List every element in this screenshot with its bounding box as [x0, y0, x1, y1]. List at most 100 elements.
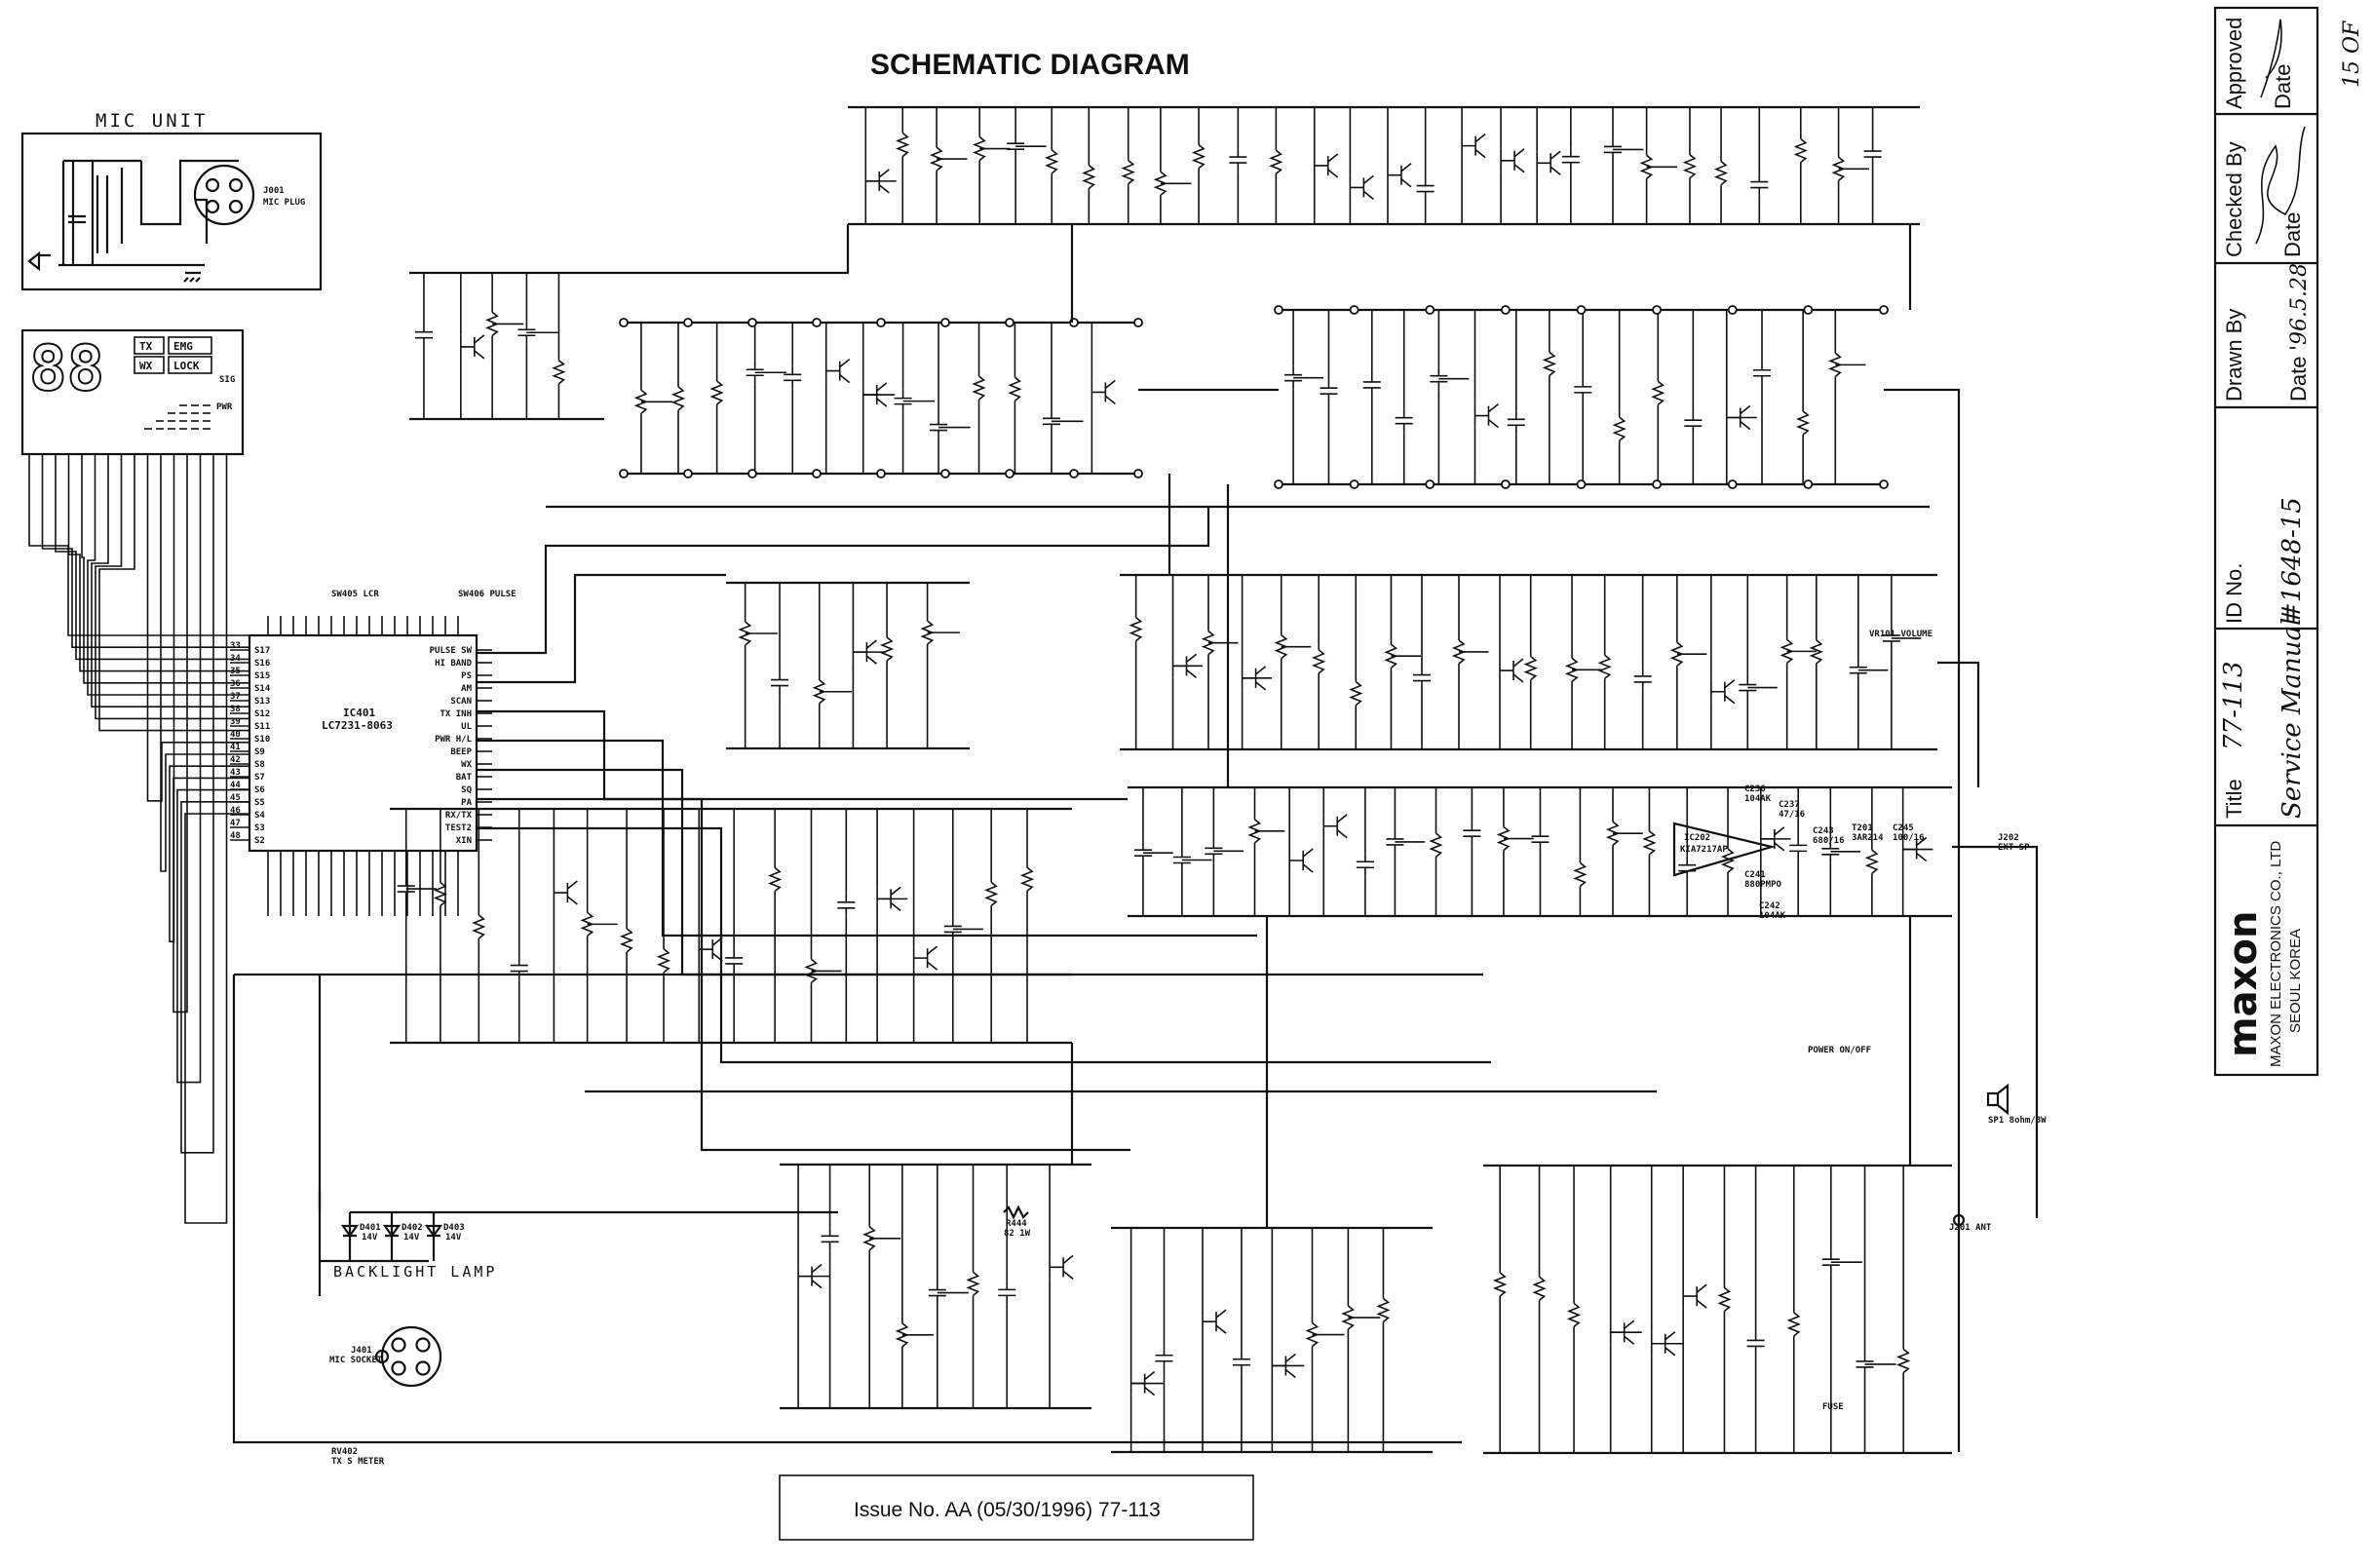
lcd-segment-wire — [67, 454, 249, 672]
ic-pin-number: 47 — [230, 819, 241, 828]
checked-by-label: Checked By — [2222, 141, 2246, 257]
transistor-icon — [1387, 163, 1412, 188]
transistor-icon — [1710, 679, 1736, 705]
test-node — [940, 318, 950, 327]
ic-pin-name: S6 — [254, 785, 265, 795]
ic-pin-name: SQ — [461, 785, 472, 795]
microphone-icon — [27, 250, 51, 272]
transistor-icon — [1091, 379, 1116, 405]
resistor-icon — [768, 866, 783, 893]
resistor-icon — [1376, 1297, 1391, 1323]
transistor-icon — [1462, 133, 1486, 159]
resistor-icon — [1864, 849, 1880, 874]
switch-label-pulse: SW406 PULSE — [458, 590, 517, 599]
rf-receive-block — [619, 318, 1143, 478]
test-node — [1576, 479, 1587, 489]
mic-socket-ref: J401 — [351, 1346, 372, 1356]
audio-preamp-block-rails — [1120, 573, 1937, 751]
ic-pin-name: S10 — [254, 735, 270, 745]
capacitor-icon — [1430, 366, 1448, 391]
capacitor-icon — [1386, 829, 1404, 854]
test-node — [1349, 305, 1359, 315]
ic-pin-name: RX/TX — [445, 811, 473, 821]
ic401-ref: IC401 — [343, 707, 375, 719]
resistor-icon — [1349, 680, 1363, 707]
resistor-icon — [670, 386, 686, 411]
antenna-label: J201 ANT — [1949, 1223, 1992, 1233]
capacitor-icon — [821, 1227, 839, 1251]
ic-pin-name: SCAN — [450, 697, 472, 707]
lcd-segment-wire — [91, 454, 249, 708]
lcd-seven-segment: 88 — [29, 333, 104, 405]
tx-output-block — [1483, 1164, 1952, 1455]
id-label: ID No. — [2222, 563, 2246, 624]
capacitor-icon — [1362, 372, 1381, 397]
approved-signature — [2260, 19, 2282, 98]
capacitor-icon — [1531, 827, 1550, 852]
audio-part-labels: C236104AKC23747/16C241880PMPOC242104AKC2… — [1744, 784, 2030, 921]
test-node — [747, 469, 757, 478]
resistor-icon — [1796, 410, 1811, 436]
resistor-icon — [966, 1271, 980, 1297]
capacitor-icon — [1284, 365, 1303, 390]
ic-pin-number: 45 — [230, 793, 241, 803]
ic-pin-name: S16 — [254, 659, 270, 669]
meter-ref: RV402 — [331, 1447, 358, 1457]
test-node — [1069, 469, 1079, 478]
lamp-ref: D402 — [402, 1223, 423, 1233]
capacitor-icon — [1750, 172, 1769, 197]
part-ref: C242 — [1759, 901, 1780, 911]
ic-pin-number: 33 — [230, 641, 241, 651]
ic-pin-number: 40 — [230, 730, 241, 740]
ic-pin-name: TX INH — [440, 709, 472, 719]
bus-wire — [1952, 845, 2039, 1218]
part-ref: C241 — [1744, 870, 1766, 880]
ic202-amplifier-symbol — [1672, 822, 1777, 877]
resistor-icon — [1082, 164, 1096, 190]
lamp-ref: D401 — [360, 1223, 381, 1233]
resistor-icon — [1129, 617, 1143, 642]
test-node — [1576, 305, 1587, 315]
transistor-icon — [1350, 174, 1374, 201]
control-block-rails — [390, 807, 1072, 1045]
bus-wire — [477, 709, 1128, 801]
test-node — [812, 318, 822, 327]
capacitor-icon — [771, 670, 789, 695]
test-node — [619, 318, 629, 327]
capacitor-icon — [1821, 1250, 1840, 1275]
bus-wire — [604, 224, 850, 275]
mic-plug-ref: J001 — [263, 186, 285, 196]
bus-wire — [477, 507, 1210, 655]
resistor-icon — [1191, 143, 1206, 170]
resistor-icon — [1045, 149, 1059, 174]
test-node — [1133, 318, 1143, 327]
resistor-icon — [1651, 380, 1665, 405]
ic-pin-name: XIN — [456, 836, 472, 846]
ic-pin-name: S3 — [254, 823, 265, 833]
control-block — [390, 807, 1072, 1045]
approved-label: Approved — [2222, 18, 2246, 109]
ic401-body — [248, 633, 478, 853]
transistor-icon — [1683, 1283, 1707, 1309]
title-block: Approved Date Checked By Date Drawn By D… — [2213, 6, 2364, 1077]
transistor-icon — [699, 937, 723, 962]
lcd-segment-wire — [169, 454, 249, 942]
transistor-icon — [825, 358, 851, 384]
transistor-icon — [1314, 153, 1339, 178]
capacitor-icon — [1633, 667, 1652, 691]
rf-receive-block-rails — [624, 321, 1138, 476]
resistor-icon — [1429, 832, 1443, 858]
maxon-logo: maxon — [2221, 911, 2266, 1057]
capacitor-icon — [1849, 658, 1867, 682]
ic-pin-name: BAT — [456, 773, 473, 783]
ic-pin-name: S14 — [254, 684, 271, 694]
volume-label: VR101 VOLUME — [1869, 630, 1933, 639]
capacitor-icon — [784, 365, 802, 390]
lcd-segment-wire — [81, 454, 249, 684]
lcd-indicator-emg: EMG — [173, 340, 193, 353]
generated-circuitry — [28, 105, 2039, 1455]
capacitor-icon — [1507, 410, 1525, 435]
mic-plug-icon — [193, 164, 255, 226]
capacitor-icon — [1229, 148, 1247, 172]
tx-output-block-rails — [1483, 1164, 1952, 1455]
